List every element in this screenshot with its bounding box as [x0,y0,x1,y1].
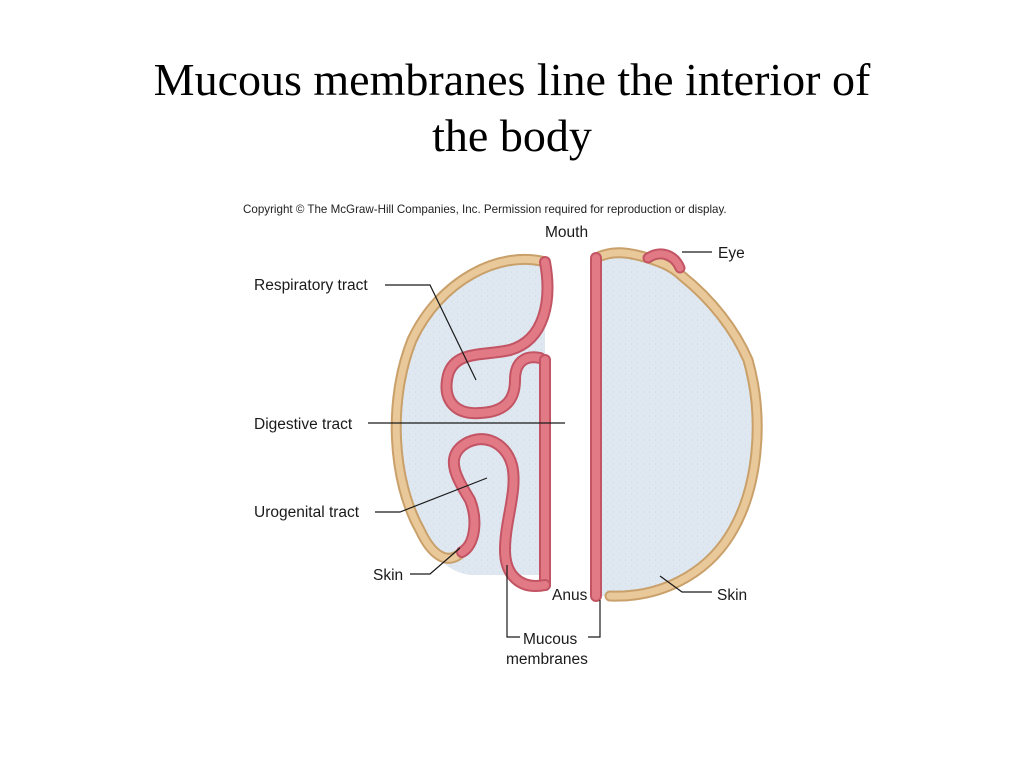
label-skin-right: Skin [717,587,747,604]
page-title: Mucous membranes line the interior of th… [0,52,1024,164]
copyright-notice: Copyright © The McGraw-Hill Companies, I… [243,203,727,216]
label-mucous-line-1: Mucous [523,631,578,648]
body-right-half [590,247,763,602]
label-eye: Eye [718,245,745,262]
label-urogenital-tract: Urogenital tract [254,504,360,521]
label-respiratory-tract: Respiratory tract [254,277,368,294]
body-left-half [390,253,554,592]
label-mouth: Mouth [545,224,588,241]
label-skin-left: Skin [373,567,403,584]
respiratory-tract-inner [442,258,552,418]
leader-skin-left [410,547,461,575]
skin-left-outline-inner [392,255,549,562]
urogenital-tract-inner [449,435,549,590]
leader-mucous-left [506,565,520,638]
body-right-fill [596,254,756,597]
page-title-line-1: Mucous membranes line the interior of [153,54,871,105]
leader-lines [368,251,712,638]
eye-membrane-inner [644,250,684,272]
leader-mucous-right [588,600,601,638]
label-digestive-tract: Digestive tract [254,416,353,433]
leader-respiratory [385,284,477,381]
page-title-line-2: the body [432,110,592,161]
leader-urogenital [375,477,488,513]
leader-skin-right [659,575,712,593]
label-mucous-line-2: membranes [506,651,588,668]
diagram-labels: Mouth Eye Respiratory tract Digestive tr… [254,224,747,668]
label-anus: Anus [552,587,588,604]
